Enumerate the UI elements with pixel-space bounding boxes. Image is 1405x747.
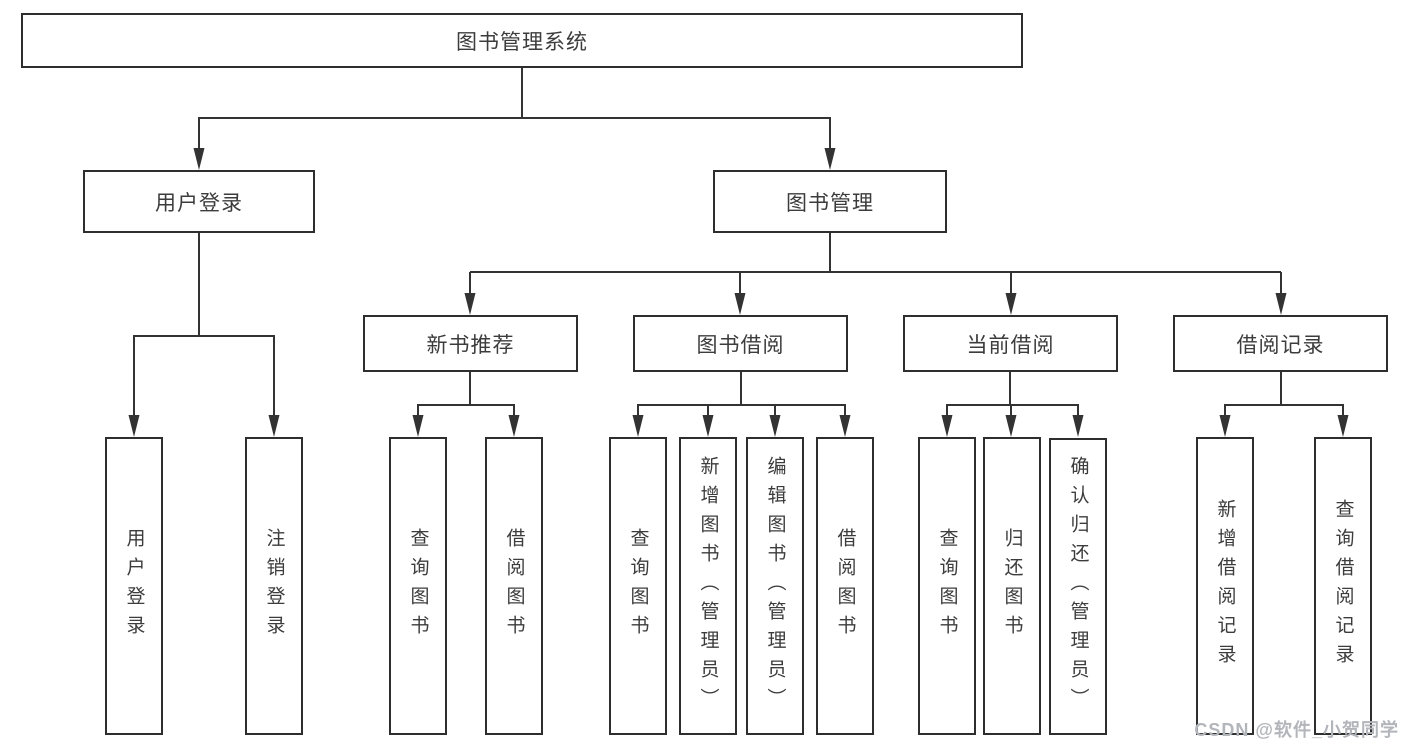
node-user-login: 用户登录 <box>83 170 315 233</box>
node-label: 新增图书（管理员） <box>697 455 719 717</box>
node-label: 确认归还（管理员） <box>1067 456 1089 717</box>
node-leaf-add-books-admin: 新增图书（管理员） <box>679 437 737 735</box>
node-book-management: 图书管理 <box>713 170 947 233</box>
node-leaf-borrow-books-2: 借阅图书 <box>816 437 874 735</box>
node-current-borrowing: 当前借阅 <box>903 315 1118 372</box>
node-leaf-add-borrow-record: 新增借阅记录 <box>1196 437 1254 735</box>
node-label: 查询图书 <box>936 528 958 644</box>
node-leaf-borrow-books-1: 借阅图书 <box>485 437 543 735</box>
node-leaf-user-login: 用户登录 <box>105 437 163 735</box>
node-label: 新增借阅记录 <box>1214 499 1236 673</box>
node-leaf-query-books-1: 查询图书 <box>389 437 447 735</box>
node-borrow-records: 借阅记录 <box>1173 315 1388 372</box>
node-leaf-logout: 注销登录 <box>245 437 303 735</box>
node-leaf-query-books-2: 查询图书 <box>609 437 667 735</box>
node-label: 借阅图书 <box>834 528 856 644</box>
node-leaf-query-books-3: 查询图书 <box>918 437 976 735</box>
node-label: 借阅图书 <box>503 528 525 644</box>
csdn-watermark: CSDN @软件_小贺同学 <box>1194 720 1399 740</box>
node-leaf-confirm-return-admin: 确认归还（管理员） <box>1049 438 1107 735</box>
node-label: 注销登录 <box>263 528 285 644</box>
node-root: 图书管理系统 <box>21 13 1023 68</box>
node-label: 用户登录 <box>123 528 145 644</box>
node-label: 查询图书 <box>627 528 649 644</box>
node-leaf-query-borrow-record: 查询借阅记录 <box>1314 437 1372 735</box>
node-leaf-edit-books-admin: 编辑图书（管理员） <box>746 437 804 735</box>
node-new-book-recommend: 新书推荐 <box>363 315 578 372</box>
arrowheads <box>128 148 1349 437</box>
node-leaf-return-books: 归还图书 <box>983 437 1041 735</box>
node-label: 查询借阅记录 <box>1332 499 1354 673</box>
node-label: 归还图书 <box>1001 528 1023 644</box>
node-label: 编辑图书（管理员） <box>764 455 786 717</box>
node-label: 查询图书 <box>407 528 429 644</box>
node-book-borrowing: 图书借阅 <box>633 315 848 372</box>
